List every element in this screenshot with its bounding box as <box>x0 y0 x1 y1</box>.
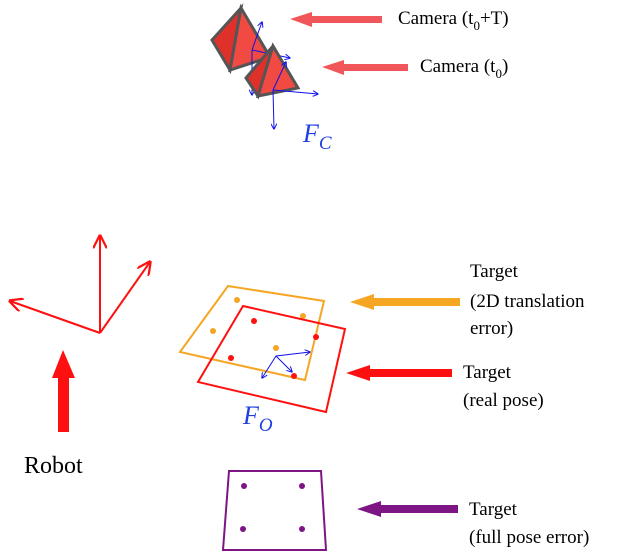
camera-t0T-label: Camera (t0+T) <box>398 8 509 33</box>
camera-t0-pointer-arrow <box>322 60 408 75</box>
object-frame-axes-icon <box>262 352 310 378</box>
robot-base-axes-icon <box>10 236 150 334</box>
robot-label: Robot <box>24 453 83 479</box>
target-real-pointer-arrow <box>346 365 452 381</box>
target-full-error-plate <box>221 470 328 551</box>
camera-t0T-icon <box>210 3 273 75</box>
target-2d-pointer-arrow <box>350 294 460 310</box>
camera-t0T-pointer-arrow <box>290 12 382 27</box>
camera-t0-axes-icon <box>273 62 318 129</box>
object-frame-label: FO <box>242 401 273 436</box>
camera-t0-label: Camera (t0) <box>420 56 508 81</box>
target-full-label: Target (full pose error) <box>469 499 589 548</box>
target-real-plate <box>196 304 347 414</box>
camera-t0-icon <box>244 42 301 100</box>
target-full-pointer-arrow <box>357 501 458 517</box>
target-2d-error-plate <box>178 284 326 382</box>
target-real-label: Target (real pose) <box>463 362 544 411</box>
camera-frame-label: FC <box>302 119 332 154</box>
robot-up-arrow-icon <box>52 350 75 432</box>
target-2d-label: Target (2D translation error) <box>470 261 589 339</box>
